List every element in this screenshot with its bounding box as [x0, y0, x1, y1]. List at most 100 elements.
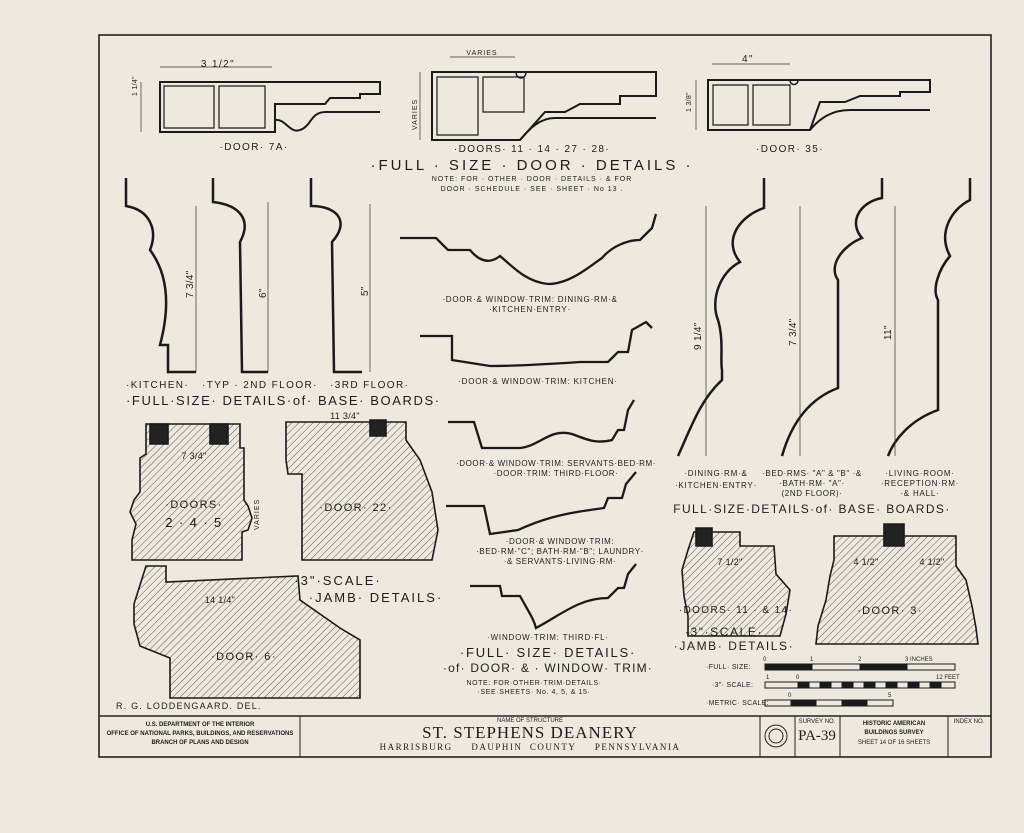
trim-title-2: ·of· DOOR· & · WINDOW· TRIM· — [442, 661, 654, 675]
doors-11-width-dim: VARIES — [466, 50, 498, 57]
trim-note-1: NOTE: FOR·OTHER·TRIM·DETAILS· — [466, 680, 602, 687]
jamb-doors-11-14 — [681, 527, 791, 637]
baseboards-left-title: ·FULL·SIZE· DETAILS·of· BASE· BOARDS· — [126, 393, 441, 408]
structure-name-caption: NAME OF STRUCTURE — [497, 718, 563, 724]
survey-number: PA-39 — [798, 728, 836, 744]
baseboard-right-label-3a: ·LIVING·ROOM· — [885, 469, 955, 478]
habs-line-1: HISTORIC AMERICAN — [862, 721, 926, 727]
doors-11-section — [431, 71, 657, 141]
scale-metric-label: ·METRIC· SCALE: — [706, 700, 769, 707]
dept-line-2: OFFICE OF NATIONAL PARKS, BUILDINGS, AND… — [106, 731, 294, 737]
trim-label-bedrm-2: ·BED·RM·"C"; BATH·RM·"B"; LAUNDRY· — [476, 547, 644, 556]
doors-11-label: ·DOORS· 11 · 14 · 27 · 28· — [453, 144, 611, 155]
scale-full-tick-0: 0 — [763, 657, 767, 663]
jamb-door-22-label: ·DOOR· 22· — [319, 502, 393, 514]
trim-label-kitchen: ·DOOR·& WINDOW·TRIM: KITCHEN· — [458, 377, 618, 386]
jamb-doors-245-label: ·DOORS· — [165, 499, 223, 511]
trim-bedrm-profile — [446, 471, 637, 536]
jamb-door-3-label: ·DOOR· 3· — [857, 605, 923, 617]
baseboard-label-3rd: ·3RD FLOOR· — [330, 380, 410, 391]
baseboard-right-label-3c: ·& HALL· — [900, 489, 940, 498]
jamb-left-title-1: ·3"·SCALE· — [294, 573, 382, 588]
door-7a-width-dim: 3 1/2" — [200, 59, 236, 70]
door-details-note-2: DOOR · SCHEDULE · SEE · SHEET · No 13 . — [440, 186, 624, 193]
trim-label-window: ·WINDOW·TRIM: THIRD·FL· — [487, 633, 609, 642]
trim-servants-profile — [448, 399, 635, 450]
baseboard-right-dims — [705, 206, 896, 456]
baseboard-right-dim-1: 9 1/4" — [693, 322, 704, 350]
scale-3in-tick-a: 1 — [766, 675, 770, 681]
sheet-border — [98, 34, 992, 758]
doors-11-dims — [419, 56, 515, 140]
baseboard-left-dims — [195, 202, 371, 372]
baseboard-right-label-1a: ·DINING·RM·& — [684, 469, 748, 478]
door-35-height-dim: 1 3/8" — [686, 92, 693, 112]
trim-label-bedrm-3: ·& SERVANTS·LIVING·RM· — [503, 557, 617, 566]
jamb-dim-14-1-4: 14 1/4" — [204, 595, 236, 605]
scale-full-tick-2: 2 — [858, 657, 862, 663]
trim-note-2: ·SEE·SHEETS· No. 4, 5, & 15· — [477, 689, 591, 696]
door-7a-label: ·DOOR· 7A· — [219, 142, 289, 153]
jamb-door-6 — [133, 565, 361, 699]
baseboard-label-2nd: ·TYP · 2ND FLOOR· — [202, 380, 318, 391]
jamb-dim-varies: VARIES — [254, 498, 261, 530]
jamb-dim-7-3-4: 7 3/4" — [181, 451, 207, 461]
baseboard-profiles-left — [124, 178, 362, 374]
door-details-note-1: NOTE: FOR · OTHER · DOOR · DETAILS · & F… — [431, 176, 633, 183]
baseboard-dim-2: 6" — [258, 288, 269, 298]
baseboard-right-dim-2: 7 3/4" — [788, 318, 799, 346]
scale-metric-tick-0: 0 — [788, 693, 792, 699]
trim-label-servants-2: ·DOOR·TRIM: THIRD·FLOOR· — [493, 469, 619, 478]
jamb-doors-11-14-label: ·DOORS· 11 · & 14· — [678, 605, 794, 616]
habs-line-2: BUILDINGS SURVEY — [864, 730, 924, 736]
trim-label-bedrm-1: ·DOOR·& WINDOW·TRIM: — [505, 537, 615, 546]
trim-label-servants-1: ·DOOR·& WINDOW·TRIM: SERVANTS·BED·RM· — [455, 459, 657, 468]
door-35-section — [707, 79, 931, 131]
trim-kitchen-profile — [420, 320, 653, 368]
baseboard-right-label-1b: ·KITCHEN·ENTRY· — [674, 481, 758, 490]
delineator: R. G. LODDENGAARD. DEL. — [116, 701, 262, 711]
index-caption: INDEX NO. — [953, 719, 985, 725]
scale-3in-tick-b: 0 — [796, 675, 800, 681]
graphic-scales — [764, 663, 956, 707]
door-details-title: ·FULL · SIZE · DOOR · DETAILS · — [370, 157, 694, 174]
door-35-dims — [695, 63, 790, 130]
scale-full-tick-3: 3 INCHES — [905, 657, 933, 663]
scale-metric-tick-5: 5 — [888, 693, 892, 699]
baseboard-dim-3: 5" — [360, 286, 371, 296]
door-7a-dims — [140, 66, 272, 132]
door-7a-section — [159, 81, 381, 133]
trim-window-profile — [470, 563, 637, 630]
location: HARRISBURG DAUPHIN COUNTY PENNSYLVANIA — [379, 742, 681, 752]
dept-line-1: U.S. DEPARTMENT OF THE INTERIOR — [145, 722, 255, 728]
jamb-right-title-1: ·3"·SCALE· — [684, 625, 764, 639]
doors-11-height-dim: VARIES — [412, 98, 419, 130]
scale-3in-label: ·3"· SCALE: — [712, 682, 754, 689]
dept-line-3: BRANCH OF PLANS AND DESIGN — [151, 740, 249, 746]
jamb-dim-11-3-4: 11 3/4" — [330, 411, 360, 421]
jamb-door-22 — [285, 419, 439, 561]
baseboard-right-label-2a: ·BED·RMS· "A" & "B" ·& — [762, 469, 862, 478]
baseboard-right-label-2c: (2ND FLOOR)· — [781, 489, 843, 498]
jamb-left-title-2: ·JAMB· DETAILS· — [308, 590, 444, 605]
trim-dining-profile — [400, 213, 658, 286]
jamb-dim-4-1-2-b: 4 1/2" — [919, 557, 945, 567]
trim-title-1: ·FULL· SIZE· DETAILS· — [459, 645, 637, 660]
trim-profiles — [400, 213, 658, 630]
jamb-right-title-2: ·JAMB· DETAILS· — [673, 639, 795, 653]
baseboard-label-kitchen: ·KITCHEN· — [126, 380, 190, 391]
jamb-dim-7-1-2: 7 1/2" — [717, 557, 743, 567]
jamb-doors-245-nums: 2 · 4 · 5 — [165, 515, 223, 530]
sheet-number: SHEET 14 OF 16 SHEETS — [857, 740, 931, 746]
door-35-width-dim: 4" — [742, 54, 754, 65]
jamb-door-6-label: ·DOOR· 6· — [211, 651, 277, 663]
scale-full-label: ·FULL· SIZE: — [706, 664, 751, 671]
jamb-dim-4-1-2-a: 4 1/2" — [853, 557, 879, 567]
jamb-door-3 — [815, 523, 979, 645]
trim-label-dining-2: ·KITCHEN·ENTRY· — [488, 305, 572, 314]
baseboard-right-label-3b: ·RECEPTION·RM· — [880, 479, 960, 488]
baseboards-right-title: FULL·SIZE·DETAILS·of· BASE· BOARDS· — [673, 502, 951, 516]
nps-seal — [764, 724, 788, 748]
scale-3in-tick-end: 12 FEET — [936, 675, 960, 681]
